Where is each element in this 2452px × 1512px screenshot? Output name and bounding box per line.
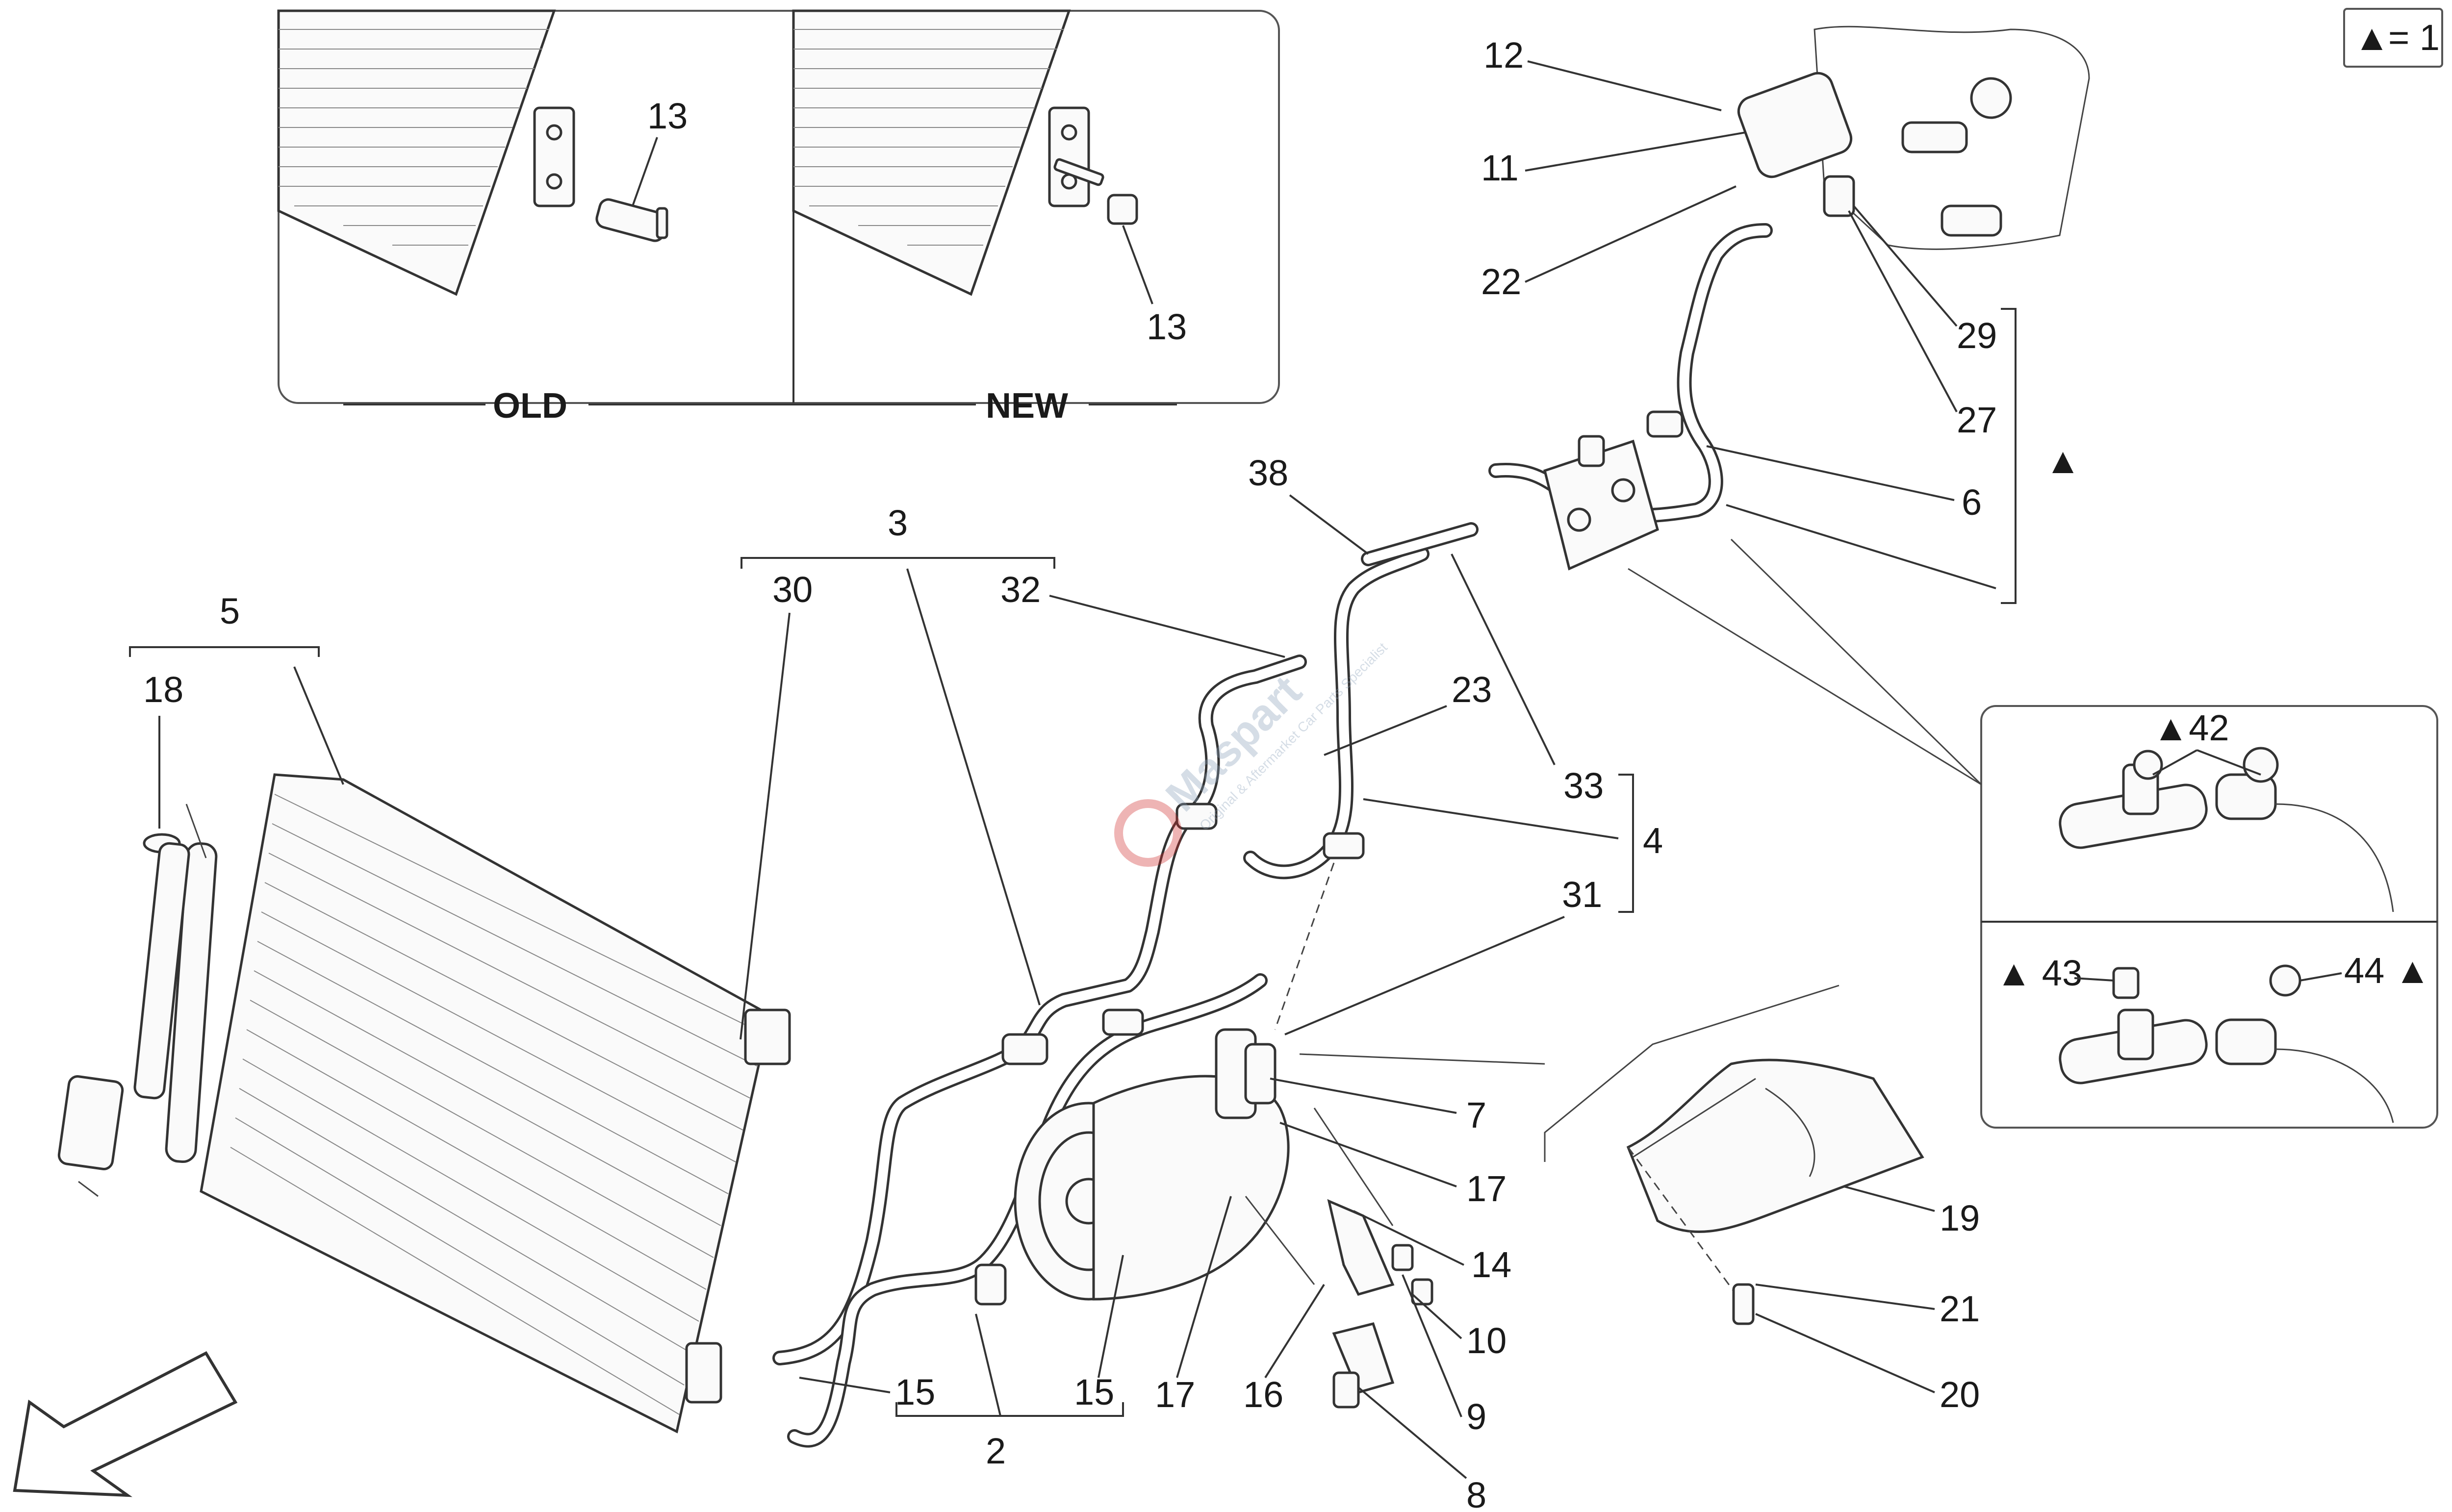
callout-18: 18: [143, 669, 183, 710]
callout-27: 27: [1957, 400, 1997, 440]
callout-20: 20: [1940, 1374, 1980, 1415]
ac-compressor: [1014, 1028, 1290, 1301]
callout-29: 29: [1957, 315, 1997, 356]
callout-17a: 17: [1466, 1168, 1507, 1209]
callout-32: 32: [1000, 569, 1041, 610]
callout-22: 22: [1481, 261, 1521, 302]
group-label-triangle: ▲: [2045, 440, 2081, 481]
kit-label-44: 44 ▲: [2344, 950, 2430, 991]
old-radiator-illustration: [277, 9, 668, 296]
group-label-5: 5: [220, 591, 240, 631]
legend-box: ▲ = 1: [2343, 8, 2443, 68]
kit-label-42: ▲42: [2153, 707, 2229, 748]
callout-15b: 15: [1074, 1372, 1114, 1412]
direction-arrow-icon: [13, 1351, 238, 1497]
kit-42-illustration: [2059, 747, 2394, 912]
group-label-3: 3: [888, 503, 908, 543]
condenser-assembly: [165, 773, 791, 1434]
callout-31: 31: [1562, 874, 1602, 915]
receiver-dryer: [57, 804, 207, 1197]
callout-11: 11: [1481, 148, 1519, 188]
group-label-2: 2: [986, 1431, 1006, 1471]
callout-7: 7: [1466, 1095, 1486, 1135]
heat-shield: [1299, 984, 1924, 1325]
inset-kit-fittings: ▲42 ▲ 43 44 ▲: [1628, 538, 2438, 1129]
new-radiator-illustration: [792, 9, 1138, 296]
callout-21: 21: [1940, 1288, 1980, 1329]
label-new: NEW: [986, 386, 1068, 426]
callout-8: 8: [1466, 1475, 1486, 1512]
callout-15a: 15: [895, 1372, 935, 1412]
callout-14: 14: [1471, 1244, 1511, 1285]
callout-23: 23: [1452, 669, 1492, 710]
evaporator-housing: [1737, 25, 2090, 250]
callout-38: 38: [1248, 453, 1288, 493]
inset-old-new: 13 13 OLD NEW: [277, 9, 1280, 426]
pipe-line-3: [772, 655, 1307, 1365]
group-label-4: 4: [1643, 820, 1663, 861]
pipe-line-4: [1243, 547, 1430, 1030]
callout-30: 30: [772, 569, 813, 610]
callout-19: 19: [1940, 1198, 1980, 1238]
expansion-valve-block: [1543, 410, 1684, 571]
callout-6: 6: [1962, 482, 1982, 523]
callout-9: 9: [1466, 1396, 1486, 1437]
callout-12: 12: [1483, 35, 1524, 76]
callout-17b: 17: [1155, 1374, 1195, 1415]
callout-10: 10: [1466, 1320, 1507, 1361]
pipe-line-2: [787, 973, 1268, 1448]
kit-43-44-illustration: [2059, 964, 2394, 1123]
label-old: OLD: [493, 386, 567, 426]
kit-label-43: ▲ 43: [1996, 953, 2082, 993]
callout-33: 33: [1563, 765, 1604, 806]
callout-13-old: 13: [647, 96, 688, 136]
legend-text: = 1: [2388, 17, 2440, 58]
callout-16: 16: [1243, 1374, 1283, 1415]
legend-symbol: ▲: [2354, 17, 2390, 58]
callout-13-new: 13: [1147, 306, 1187, 347]
